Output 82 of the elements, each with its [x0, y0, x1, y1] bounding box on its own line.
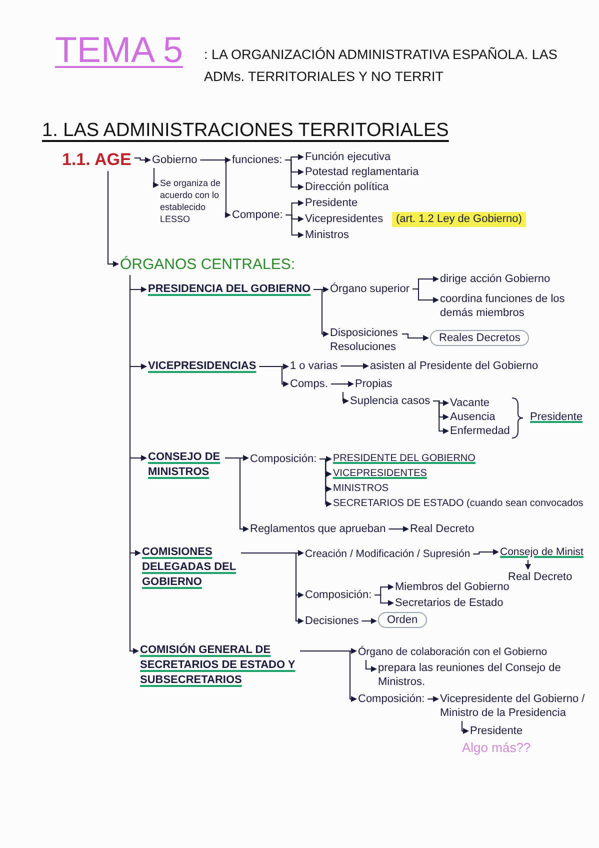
node-text: 1 o varias — [290, 359, 338, 373]
arrow — [374, 594, 394, 606]
node-text: prepara las reuniones del Consejo de Ministros. — [378, 661, 562, 689]
node-text: Órgano de colaboración con el Gobierno — [358, 645, 548, 659]
arrow — [340, 363, 369, 369]
arrow — [402, 334, 429, 341]
node-text: Presidente — [305, 196, 358, 210]
note-text: Se organiza de acuerdo con lo establecido LESSO — [160, 177, 222, 225]
arrow — [330, 381, 354, 387]
arrow — [108, 170, 119, 267]
node-text: Comps. — [290, 377, 328, 391]
node-text: Vicepresidente del Gobierno / Ministro de la Presidencia — [440, 692, 586, 720]
arrow — [200, 160, 231, 218]
handwritten-note: Algo más?? — [462, 740, 531, 756]
node-text: Órgano superior — [330, 282, 410, 296]
node-text: Presidente — [530, 410, 583, 424]
node-text: Vacante — [450, 396, 490, 410]
section-heading: 1.1. AGE — [62, 150, 132, 170]
section-heading: 1. LAS ADMINISTRACIONES TERRITORIALES — [42, 119, 449, 143]
node-text: VICEPRESIDENTES — [333, 467, 427, 481]
arrow — [472, 549, 499, 555]
node-text: Vicepresidentes — [305, 212, 384, 226]
arrow — [285, 214, 304, 238]
node-text: Decisiones — [305, 614, 359, 628]
node-text: Ausencia — [450, 410, 496, 424]
node-text: Disposiciones Resoluciones — [330, 326, 399, 354]
node-text: Reglamentos que aprueban — [250, 522, 386, 536]
node-text: funciones: — [232, 153, 282, 167]
section-heading: ÓRGANOS CENTRALES: — [120, 256, 296, 274]
node-text: Función ejecutiva — [305, 150, 391, 164]
node-text: SECRETARIOS DE ESTADO (cuando sean convocados — [333, 497, 584, 511]
node-text: Dirección política — [305, 180, 389, 194]
node-text: Suplencia casos — [350, 394, 430, 408]
node-text: Composición: — [250, 452, 317, 466]
subtitle-text: : LA ORGANIZACIÓN ADMINISTRATIVA ESPAÑOLA. LAS ADMs. TERRITORIALES Y NO TERRIT — [204, 46, 558, 86]
circled-text: Reales Decretos — [430, 330, 530, 346]
node-text: Real Decreto — [410, 522, 474, 536]
node-text: coordina funciones de los demás miembros — [440, 292, 566, 320]
node-text: Enfermedad — [450, 424, 510, 438]
arrow — [284, 160, 304, 190]
arrow — [462, 720, 469, 734]
arrow — [319, 458, 332, 507]
node-text: Composición: — [305, 588, 372, 602]
arrow — [130, 274, 139, 654]
arrow — [432, 400, 449, 434]
node-text: PRESIDENTE DEL GOBIERNO — [333, 452, 476, 466]
arrow — [153, 168, 159, 188]
node-text: Presidente — [470, 724, 523, 738]
arrow — [388, 526, 409, 532]
arrow — [427, 696, 439, 702]
node-text: Ministros — [305, 228, 350, 242]
node-text: dirige acción Gobierno — [440, 272, 550, 286]
title-heading: TEMA 5 — [55, 28, 184, 72]
arrow — [361, 618, 377, 624]
node-text: Miembros del Gobierno — [395, 580, 510, 594]
node-text: asisten al Presidente del Gobierno — [370, 359, 538, 373]
arrow — [134, 157, 151, 163]
arrow — [300, 650, 357, 702]
node-text: Gobierno — [152, 153, 198, 167]
organ-heading: COMISIONES DELEGADAS DEL GOBIERNO — [142, 545, 238, 590]
organ-heading: VICEPRESIDENCIAS — [148, 359, 256, 374]
organ-heading: COMISIÓN GENERAL DE SECRETARIOS DE ESTADO Y SUBSECRETARIOS — [140, 643, 297, 688]
highlighted-note: (art. 1.2 Ley de Gobierno) — [392, 212, 526, 227]
circled-text: Orden — [378, 612, 427, 628]
node-text: Compone: — [232, 208, 283, 222]
node-text: Propias — [355, 377, 392, 391]
node-text: Creación / Modificación / Supresión — [305, 547, 470, 561]
node-text: Real Decreto — [508, 570, 572, 584]
node-text: Potestad reglamentaria — [305, 165, 419, 179]
organ-heading: PRESIDENCIA DEL GOBIERNO — [148, 282, 311, 297]
node-text: Consejo de Minist — [500, 545, 584, 559]
arrow — [366, 660, 377, 672]
node-text: Composición: — [358, 692, 425, 706]
node-text: MINISTROS — [333, 482, 389, 496]
arrow — [224, 458, 249, 532]
node-text: Secretarios de Estado — [395, 596, 504, 610]
arrow — [525, 560, 531, 570]
arrow — [342, 392, 349, 404]
arrow — [313, 289, 329, 337]
arrow — [258, 366, 289, 387]
arrow — [412, 288, 439, 303]
organ-heading: CONSEJO DE MINISTROS — [148, 450, 222, 480]
